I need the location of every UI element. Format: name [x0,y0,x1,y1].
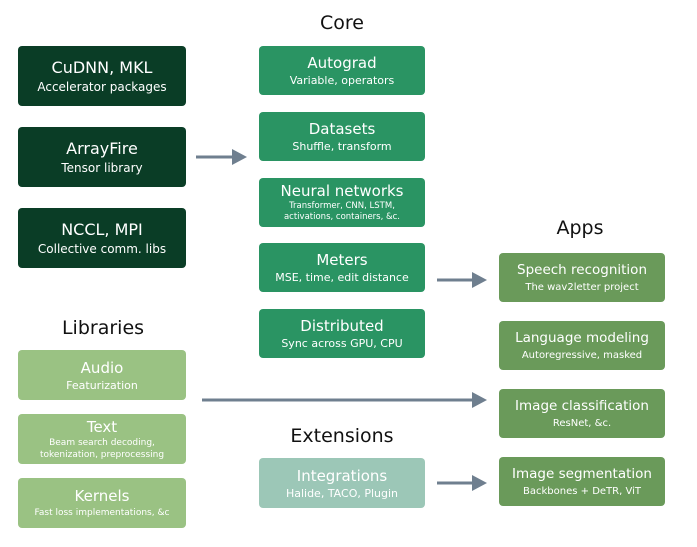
dependency-box-nccl-mpi: NCCL, MPI Collective comm. libs [18,208,186,268]
core-title: Distributed [300,317,384,335]
dependency-title: ArrayFire [66,138,138,158]
app-title: Image segmentation [512,465,652,482]
app-box-language-modeling: Language modeling Autoregressive, masked [499,321,665,370]
apps-heading: Apps [556,217,604,239]
app-subtitle: Autoregressive, masked [521,349,643,361]
core-subtitle: MSE, time, edit distance [275,271,409,284]
dependency-title: CuDNN, MKL [51,57,153,77]
library-subtitle-line1: Beam search decoding, [49,437,155,448]
core-subtitle-line2: activations, containers, &c. [283,212,401,222]
core-title: Autograd [307,54,377,72]
app-title: Language modeling [515,329,649,346]
app-box-image-segmentation: Image segmentation Backbones + DeTR, ViT [499,457,665,506]
app-box-image-classification: Image classification ResNet, &c. [499,389,665,438]
library-title: Kernels [74,487,130,505]
core-box-autograd: Autograd Variable, operators [259,46,425,95]
core-title: Neural networks [280,182,404,200]
app-subtitle: ResNet, &c. [552,417,612,429]
library-box-audio: Audio Featurization [18,350,186,400]
extension-subtitle: Halide, TACO, Plugin [285,486,399,500]
dependency-subtitle: Collective comm. libs [37,241,167,256]
core-title: Meters [316,251,368,269]
dependency-box-cudnn-mkl: CuDNN, MKL Accelerator packages [18,46,186,106]
dependency-subtitle: Tensor library [61,160,143,175]
arrow-core-to-apps [437,272,487,288]
library-box-text: Text Beam search decoding, tokenization,… [18,414,186,464]
library-subtitle: Fast loss implementations, &c [34,508,170,518]
library-subtitle-line2: tokenization, preprocessing [39,449,165,460]
app-subtitle: The wav2letter project [525,281,639,293]
library-title: Audio [80,358,124,377]
core-title: Datasets [308,120,376,138]
extensions-heading: Extensions [290,425,394,447]
extension-box-integrations: Integrations Halide, TACO, Plugin [259,458,425,508]
library-title: Text [86,417,118,436]
core-box-distributed: Distributed Sync across GPU, CPU [259,309,425,358]
core-box-meters: Meters MSE, time, edit distance [259,243,425,292]
core-box-neural-networks: Neural networks Transformer, CNN, LSTM, … [259,178,425,227]
libraries-heading: Libraries [61,317,145,339]
dependency-subtitle: Accelerator packages [37,79,167,94]
app-subtitle: Backbones + DeTR, ViT [523,485,641,497]
dependency-title: NCCL, MPI [61,219,143,239]
app-box-speech-recognition: Speech recognition The wav2letter projec… [499,253,665,302]
core-subtitle: Sync across GPU, CPU [281,337,403,350]
extension-title: Integrations [296,466,388,485]
library-subtitle: Featurization [66,378,138,392]
core-box-datasets: Datasets Shuffle, transform [259,112,425,161]
arrow-dependencies-to-core [196,149,247,165]
library-box-kernels: Kernels Fast loss implementations, &c [18,478,186,528]
app-title: Image classification [515,397,649,414]
core-subtitle: Variable, operators [289,74,395,87]
core-subtitle: Shuffle, transform [292,140,392,153]
arrow-libraries-to-apps [202,392,487,408]
core-subtitle-line1: Transformer, CNN, LSTM, [289,201,395,211]
app-title: Speech recognition [517,261,647,278]
arrow-extensions-to-apps [437,475,487,491]
dependency-box-arrayfire: ArrayFire Tensor library [18,127,186,187]
core-heading: Core [320,12,364,34]
